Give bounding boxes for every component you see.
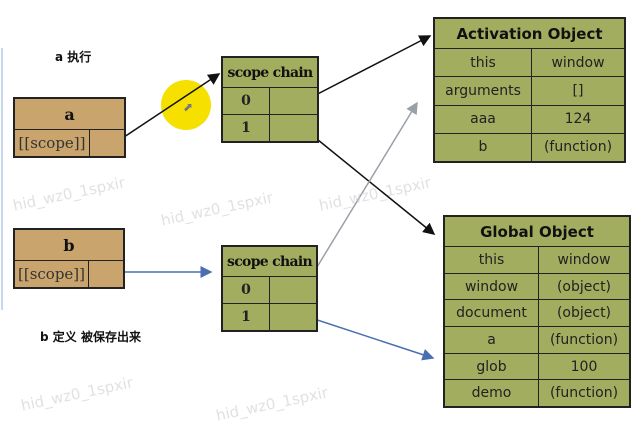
arrow-chain-b0-to-activation	[302, 101, 418, 291]
activation-row: b (function)	[435, 133, 624, 161]
global-row: document (object)	[445, 300, 629, 328]
row-value: []	[572, 82, 584, 99]
scope-chain-a-index: 0	[223, 88, 270, 114]
function-a-scope-label: [[scope]]	[15, 130, 90, 156]
row-key: this	[435, 49, 532, 77]
function-a-box: a [[scope]]	[13, 97, 126, 158]
label-a-exec: a 执行	[55, 50, 92, 64]
row-value: (object)	[556, 305, 612, 322]
row-value: 100	[570, 358, 598, 375]
row-key: glob	[445, 353, 539, 380]
row-key: aaa	[435, 105, 532, 133]
global-row: window (object)	[445, 273, 629, 301]
activation-object: Activation Object this window arguments []…	[433, 17, 626, 163]
row-value: 124	[564, 111, 592, 128]
global-row: glob 100	[445, 353, 629, 381]
scope-chain-a: scope chain 0 1	[221, 56, 319, 143]
global-object-title: Global Object	[445, 217, 629, 247]
row-value: window	[551, 54, 605, 71]
row-key: this	[445, 247, 539, 273]
activation-row: arguments []	[435, 77, 624, 106]
arrow-chain-a1-to-global	[306, 130, 436, 235]
function-a-name: a	[15, 99, 124, 130]
activation-row: aaa 124	[435, 105, 624, 134]
function-b-scope-label: [[scope]]	[15, 261, 89, 287]
row-key: window	[445, 273, 539, 300]
scope-chain-b-index: 0	[223, 277, 270, 303]
arrow-a-scope-to-chain	[114, 73, 221, 144]
function-b-scope-pointer	[89, 261, 123, 287]
global-row: a (function)	[445, 327, 629, 354]
row-key: demo	[445, 380, 539, 407]
cursor-highlight	[161, 80, 211, 130]
label-b-define: b 定义 被保存出来	[40, 330, 141, 344]
global-row: demo (function)	[445, 380, 629, 407]
arrow-chain-a0-to-activation	[305, 35, 432, 101]
global-row: this window	[445, 247, 629, 274]
mouse-cursor-icon: ⬈	[183, 100, 194, 114]
scope-chain-b-title: scope chain	[223, 247, 316, 277]
row-key: b	[435, 133, 532, 161]
row-value: (function)	[549, 331, 619, 348]
left-edge-line	[1, 48, 3, 310]
row-value: (object)	[556, 278, 612, 295]
row-key: arguments	[435, 77, 532, 105]
activation-row: this window	[435, 49, 624, 78]
function-b-box: b [[scope]]	[13, 228, 125, 289]
row-key: document	[445, 300, 539, 327]
scope-chain-b-index: 1	[223, 304, 270, 330]
activation-object-title: Activation Object	[435, 19, 624, 49]
row-value: (function)	[543, 139, 613, 156]
scope-chain-b: scope chain 0 1	[221, 245, 318, 332]
function-b-name: b	[15, 230, 123, 261]
row-value: (function)	[549, 385, 619, 402]
scope-chain-a-title: scope chain	[223, 58, 317, 88]
scope-chain-a-index: 1	[223, 115, 270, 141]
row-key: a	[445, 327, 539, 353]
row-value: window	[557, 251, 611, 268]
function-a-scope-pointer	[90, 130, 124, 156]
